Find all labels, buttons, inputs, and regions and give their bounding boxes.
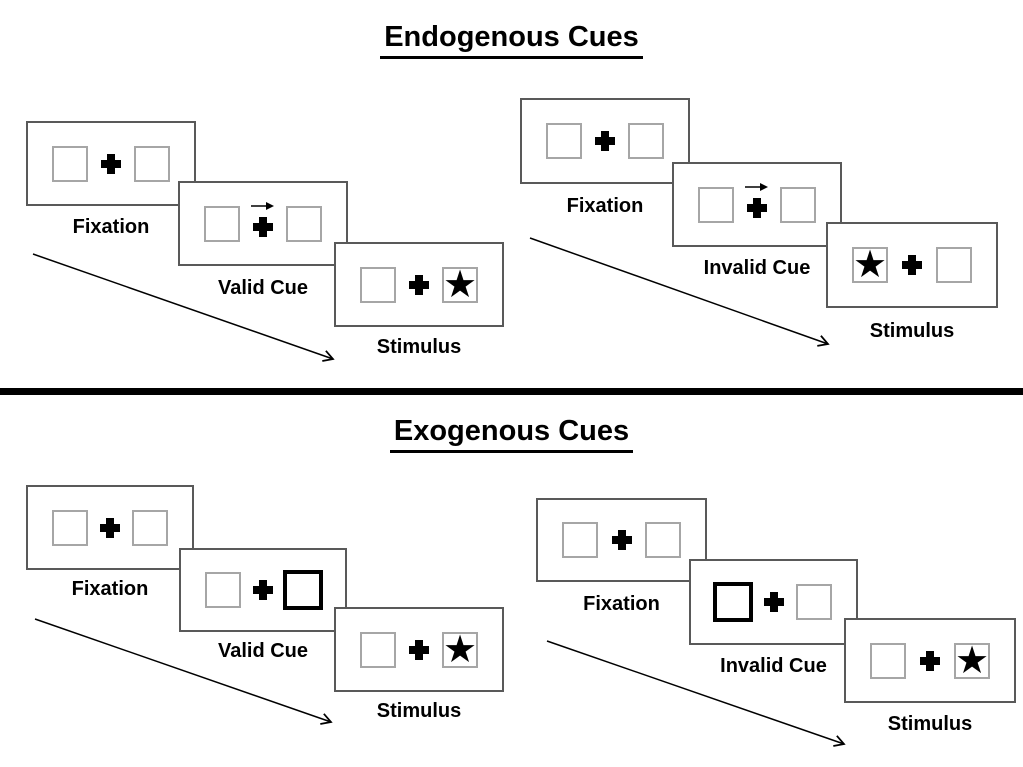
step-label: Stimulus xyxy=(376,336,462,358)
step-label: Fixation xyxy=(583,593,660,615)
left-placeholder-square xyxy=(52,145,88,182)
fixation-cross-icon xyxy=(253,580,273,600)
fixation-cross-icon xyxy=(763,592,784,612)
star-icon: ★ xyxy=(442,626,478,671)
star-icon: ★ xyxy=(442,261,478,306)
fixation-cross-icon xyxy=(920,650,940,671)
step-label: Invalid Cue xyxy=(703,257,811,279)
left-placeholder-square xyxy=(205,572,241,608)
stimulus-panel: ★ xyxy=(826,222,998,308)
right-arrow-icon xyxy=(745,183,768,191)
fixation-cross-icon xyxy=(100,517,120,538)
fixation-cross-icon xyxy=(101,153,121,174)
step-label: Fixation xyxy=(71,578,149,600)
section-title-exogenous: Exogenous Cues xyxy=(0,414,1023,453)
left-placeholder-square xyxy=(204,205,240,242)
fixation-cross-icon xyxy=(409,274,429,295)
step-label: Invalid Cue xyxy=(720,655,827,677)
timeline-arrow-icon xyxy=(34,618,333,725)
right-placeholder-square xyxy=(645,522,681,558)
star-icon: ★ xyxy=(852,242,888,286)
left-placeholder-square xyxy=(698,186,734,223)
right-target-square: ★ xyxy=(954,637,990,682)
section-title-text: Endogenous Cues xyxy=(380,20,643,59)
step-label: Stimulus xyxy=(376,700,462,722)
right-arrow-icon xyxy=(251,202,274,210)
fixation-panel xyxy=(26,121,196,206)
fixation-cross-icon xyxy=(902,255,922,275)
left-placeholder-square xyxy=(546,123,582,159)
fixation-cross-icon xyxy=(253,216,273,237)
right-placeholder-square xyxy=(134,145,170,182)
right-placeholder-square xyxy=(628,123,664,159)
valid-cue-panel xyxy=(178,181,348,266)
right-target-square: ★ xyxy=(442,626,478,671)
step-label: Stimulus xyxy=(887,713,973,735)
left-placeholder-square xyxy=(870,642,906,679)
fixation-panel xyxy=(26,485,194,570)
right-placeholder-square xyxy=(796,584,832,620)
invalid-cue-panel xyxy=(689,559,858,645)
left-placeholder-square xyxy=(360,631,396,668)
right-placeholder-square xyxy=(936,247,972,283)
invalid-cue-panel xyxy=(672,162,842,247)
section-title-text: Exogenous Cues xyxy=(389,414,634,453)
stimulus-panel: ★ xyxy=(334,607,504,692)
step-label: Stimulus xyxy=(869,320,955,342)
fixation-panel xyxy=(520,98,690,184)
fixation-cross-icon xyxy=(409,639,429,660)
section-divider xyxy=(0,388,1023,395)
star-icon: ★ xyxy=(954,637,990,682)
left-placeholder-square xyxy=(562,522,598,558)
right-placeholder-square xyxy=(286,205,322,242)
step-label: Fixation xyxy=(72,216,150,238)
right-placeholder-square xyxy=(132,509,168,546)
timeline-arrow-icon xyxy=(32,253,335,362)
valid-cue-panel xyxy=(179,548,347,632)
stimulus-panel: ★ xyxy=(334,242,504,327)
right-target-square: ★ xyxy=(442,261,478,306)
right-placeholder-square xyxy=(780,186,816,223)
fixation-cross-icon xyxy=(611,530,632,550)
left-placeholder-square xyxy=(52,509,88,546)
stimulus-panel: ★ xyxy=(844,618,1016,703)
fixation-panel xyxy=(536,498,707,582)
section-title-endogenous: Endogenous Cues xyxy=(0,20,1023,59)
timeline-arrow-icon xyxy=(529,237,830,347)
step-label: Valid Cue xyxy=(217,277,309,299)
highlighted-cue-square xyxy=(283,570,323,610)
fixation-cross-icon xyxy=(747,197,767,218)
fixation-cross-icon xyxy=(595,131,615,151)
left-target-square: ★ xyxy=(852,242,888,286)
step-label: Fixation xyxy=(566,195,644,217)
left-placeholder-square xyxy=(360,266,396,303)
step-label: Valid Cue xyxy=(217,640,309,662)
highlighted-cue-square xyxy=(713,582,753,622)
